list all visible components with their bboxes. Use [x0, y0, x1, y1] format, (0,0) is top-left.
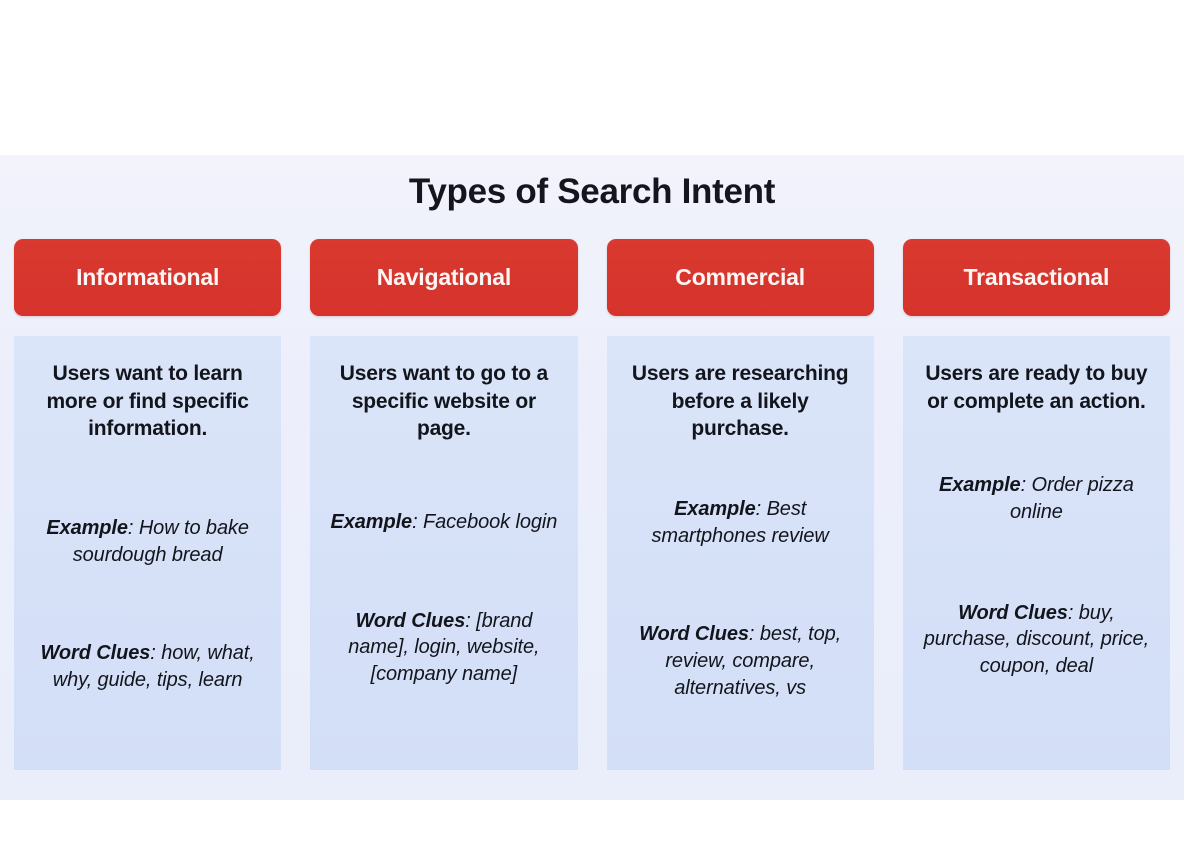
example-label: Example [330, 511, 413, 534]
intent-chip-commercial[interactable]: Commercial [606, 239, 874, 316]
intent-chip-transactional[interactable]: Transactional [902, 239, 1170, 316]
intent-word-clues: Word Clues: how, what, why, guide, tips,… [26, 640, 269, 693]
example-label: Example [46, 517, 128, 540]
intent-example: Example: How to bake sourdough bread [26, 515, 269, 568]
intent-column-navigational: Navigational Users want to go to a speci… [310, 239, 578, 770]
intent-chip-informational[interactable]: Informational [14, 239, 282, 316]
word-clues-label: Word Clues [958, 601, 1068, 624]
intent-card-navigational: Users want to go to a specific website o… [310, 336, 578, 770]
word-clues-label: Word Clues [355, 609, 466, 632]
example-label: Example [674, 498, 756, 521]
intent-card-transactional: Users are ready to buy or complete an ac… [902, 336, 1170, 770]
example-label: Example [938, 474, 1021, 497]
intent-word-clues: Word Clues: buy, purchase, discount, pri… [915, 600, 1158, 680]
example-separator: : [1020, 474, 1032, 497]
intent-column-transactional: Transactional Users are ready to buy or … [902, 239, 1170, 770]
example-value: Facebook login [423, 511, 558, 534]
intent-word-clues: Word Clues: [brand name], login, website… [322, 608, 565, 688]
intent-word-clues: Word Clues: best, top, review, compare, … [619, 621, 862, 701]
intent-columns: Informational Users want to learn more o… [14, 239, 1170, 770]
intent-column-commercial: Commercial Users are researching before … [606, 239, 874, 770]
intent-chip-navigational[interactable]: Navigational [310, 239, 578, 316]
example-separator: : [412, 511, 423, 534]
word-clues-separator: : [150, 642, 162, 665]
word-clues-separator: : [465, 609, 477, 632]
intent-example: Example: Facebook login [330, 509, 559, 536]
intent-description: Users are ready to buy or complete an ac… [925, 362, 1148, 413]
intent-description: Users want to learn more or find specifi… [46, 362, 249, 441]
word-clues-value: buy, purchase, discount, price, coupon, … [923, 601, 1150, 677]
intent-example: Example: Best smartphones review [619, 496, 862, 549]
example-value: Order pizza online [1009, 474, 1134, 524]
intent-description: Users are researching before a likely pu… [631, 362, 849, 441]
intent-card-commercial: Users are researching before a likely pu… [606, 336, 874, 770]
word-clues-value: how, what, why, guide, tips, learn [52, 642, 255, 691]
word-clues-separator: : [748, 623, 760, 646]
example-separator: : [127, 517, 139, 540]
intent-column-informational: Informational Users want to learn more o… [14, 239, 282, 770]
intent-description: Users want to go to a specific website o… [339, 362, 548, 441]
example-value: Best smartphones review [651, 498, 829, 547]
intent-example: Example: Order pizza online [915, 472, 1158, 525]
word-clues-label: Word Clues [40, 642, 151, 665]
word-clues-value: best, top, review, compare, alternatives… [665, 623, 842, 699]
example-separator: : [755, 498, 767, 521]
intent-card-informational: Users want to learn more or find specifi… [14, 336, 282, 770]
example-value: How to bake sourdough bread [72, 517, 249, 566]
word-clues-label: Word Clues [639, 623, 749, 646]
page-title: Types of Search Intent [408, 172, 776, 211]
word-clues-separator: : [1067, 601, 1079, 624]
word-clues-value: [brand name], login, website, [company n… [348, 609, 540, 685]
